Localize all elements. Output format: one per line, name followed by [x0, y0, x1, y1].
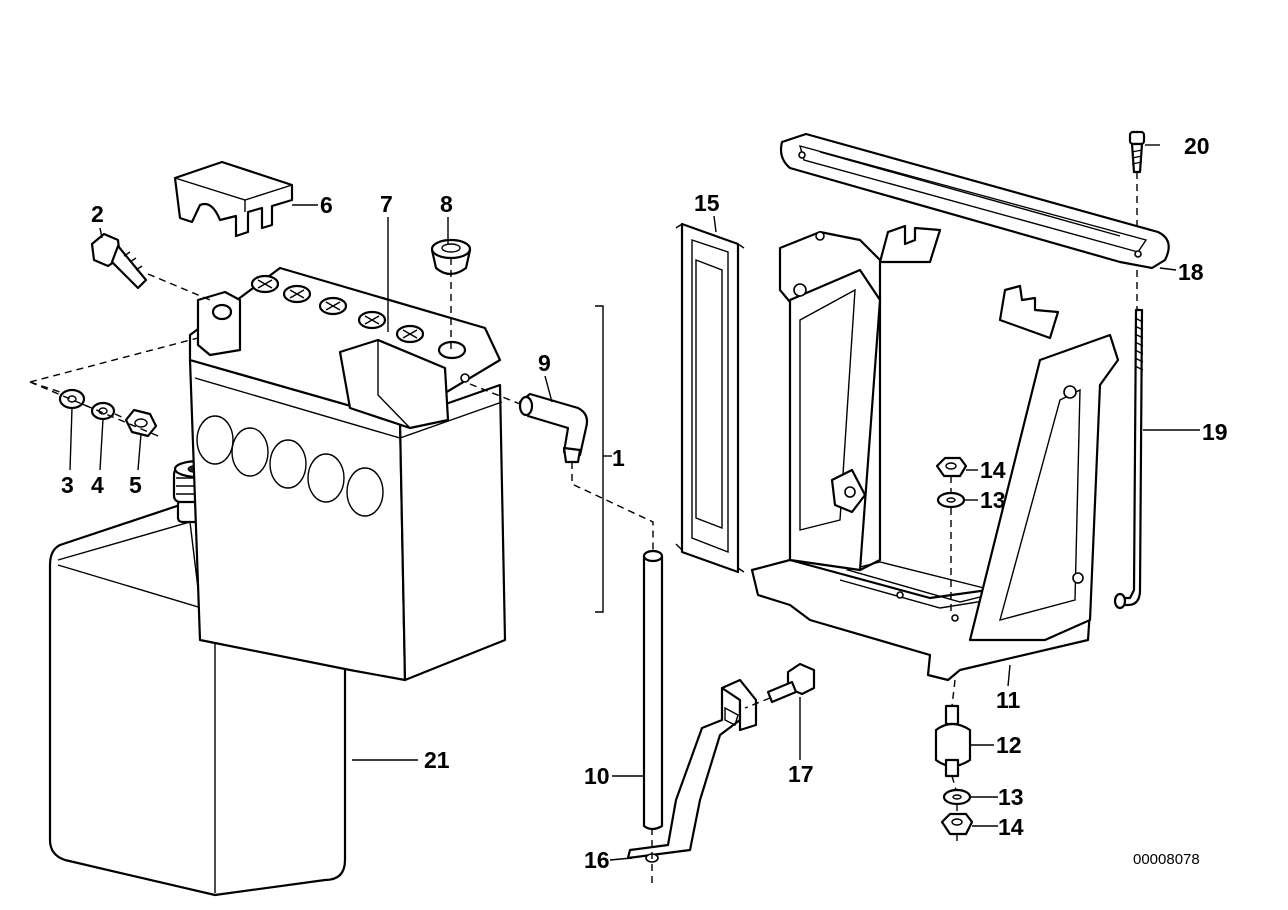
callout-4: 4 — [91, 472, 104, 498]
callout-10: 10 — [584, 763, 610, 789]
nut-5-part — [124, 408, 158, 438]
callout-11: 11 — [996, 687, 1021, 713]
rubber-mount-12-part — [934, 704, 972, 778]
hold-down-strap-15-part — [675, 222, 745, 574]
callout-3: 3 — [61, 472, 74, 498]
callout-7: 7 — [380, 191, 393, 217]
leader-lines — [69, 144, 1200, 861]
battery-tray-11-part — [750, 224, 1120, 682]
terminal-cover-part — [173, 160, 294, 238]
callout-8: 8 — [440, 191, 453, 217]
plug-part — [430, 238, 472, 276]
washer-13-lower-part — [942, 788, 972, 806]
callout-18: 18 — [1178, 259, 1204, 285]
bolt-20-part — [1128, 130, 1146, 174]
washer-13-upper-part — [936, 491, 966, 509]
group-bracket-1 — [595, 305, 604, 613]
assembly-lines — [29, 172, 1138, 884]
callout-5: 5 — [129, 472, 142, 498]
callout-16: 16 — [584, 847, 610, 873]
reference-number: 00008078 — [1133, 851, 1200, 868]
top-frame-18-part — [779, 132, 1170, 270]
callout-21: 21 — [424, 747, 450, 773]
callout-13-upper: 13 — [980, 487, 1006, 513]
callout-20: 20 — [1184, 133, 1210, 159]
vent-hose-10-part — [642, 549, 664, 831]
callout-2: 2 — [91, 201, 104, 227]
callout-14-upper: 14 — [980, 457, 1006, 483]
battery-part — [188, 266, 507, 682]
washer-3-part — [58, 388, 86, 410]
bolt-17-part — [766, 662, 816, 704]
callout-13-lower: 13 — [998, 784, 1024, 810]
callout-15: 15 — [694, 190, 720, 216]
callout-12: 12 — [996, 732, 1022, 758]
nut-14-upper-part — [935, 456, 968, 478]
callout-labels: 1 2 3 4 5 6 7 8 9 10 11 12 13 13 14 14 1… — [61, 133, 1228, 873]
tie-rod-19-part — [1113, 308, 1144, 610]
callout-14-lower: 14 — [998, 814, 1024, 840]
callout-1: 1 — [612, 445, 625, 471]
nut-14-lower-part — [940, 812, 974, 836]
callout-6: 6 — [320, 192, 333, 218]
elbow-connector-9-part — [518, 392, 589, 464]
callout-17: 17 — [788, 761, 814, 787]
bolt-2-part — [90, 232, 148, 290]
callout-19: 19 — [1202, 419, 1228, 445]
callout-9: 9 — [538, 350, 551, 376]
